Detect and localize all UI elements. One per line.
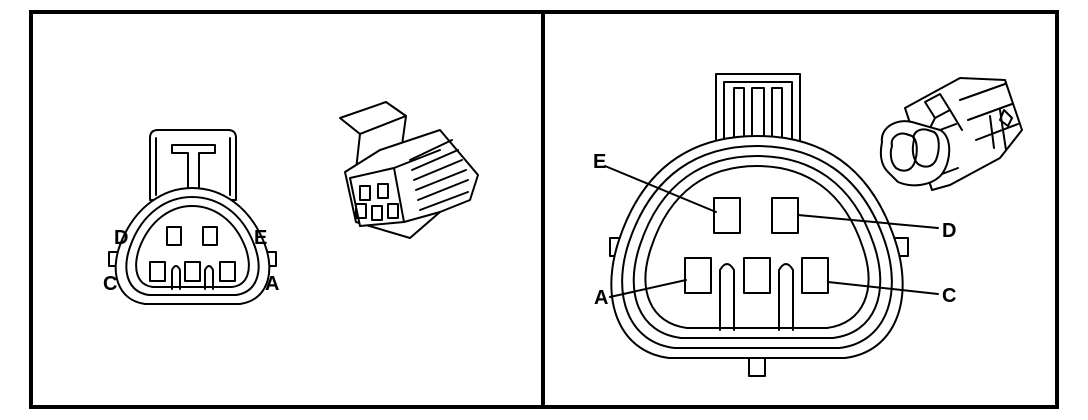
right-pin-label-a: A bbox=[594, 287, 608, 309]
left-pin-label-c: C bbox=[103, 273, 117, 295]
left-pin-label-e: E bbox=[254, 227, 267, 249]
left-connector-face-view bbox=[108, 129, 277, 305]
right-panel: E D A C bbox=[593, 73, 1023, 377]
right-connector-face-view bbox=[609, 73, 909, 377]
right-leader-lines bbox=[604, 165, 939, 298]
right-pin-label-c: C bbox=[942, 285, 956, 307]
left-panel: D E C A bbox=[103, 101, 479, 305]
right-pin-label-e: E bbox=[593, 151, 606, 173]
left-connector-isometric-view bbox=[339, 101, 479, 239]
right-pin-label-d: D bbox=[942, 220, 956, 242]
left-pin-label-a: A bbox=[265, 273, 279, 295]
right-connector-isometric-view bbox=[879, 77, 1023, 191]
left-pin-label-d: D bbox=[114, 227, 128, 249]
diagram-frame bbox=[29, 10, 1059, 409]
